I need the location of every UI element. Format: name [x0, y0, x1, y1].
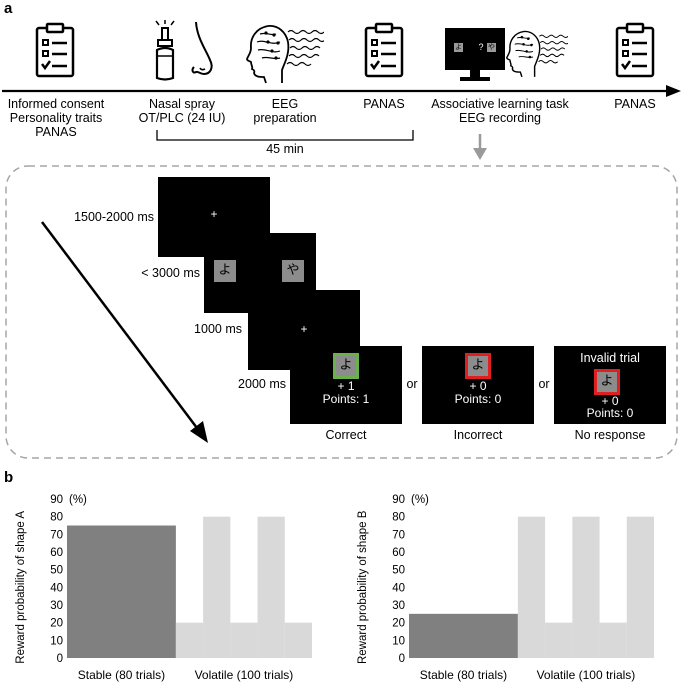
bar-segment-volatile-2	[203, 516, 231, 658]
panel-a-letter: a	[4, 0, 13, 17]
bar-segment-volatile-4	[599, 622, 627, 658]
chart-shape-b: 0 10 20 30 40 50 60 70 80 90 (%) Reward probability…	[357, 494, 654, 682]
y-tick-label: 60	[392, 547, 405, 559]
y-tick-label: 50	[50, 565, 63, 577]
y-tick-label: 0	[57, 653, 63, 665]
shape-selected-correct: よ	[333, 353, 359, 379]
bar-segment-volatile-5	[626, 516, 654, 658]
time-diagonal-arrow	[41, 221, 208, 443]
duration-label-2: < 3000 ms	[141, 266, 200, 280]
y-tick-label: 70	[392, 529, 405, 541]
y-tick-label: 10	[392, 635, 405, 647]
timeline-label-panas-2: PANAS	[363, 97, 405, 111]
bar-segment-stable-0	[67, 525, 176, 658]
outcome-caption-correct: Correct	[325, 428, 367, 442]
screen-outcome-no-response: Invalid trial よ + 0 Points: 0	[554, 346, 666, 424]
bar-segment-volatile-2	[545, 622, 573, 658]
y-tick-label: 60	[50, 547, 63, 559]
down-arrow-icon	[473, 134, 487, 160]
or-label: or	[406, 377, 418, 391]
monitor-question-mark: ?	[478, 42, 484, 52]
y-tick-label: 80	[392, 512, 405, 524]
timeline-label-consent: Informed consent Personality traits PANA…	[7, 97, 105, 139]
shape-right: や	[282, 260, 304, 282]
monitor-shape-right: や	[488, 43, 495, 51]
y-tick-label: 40	[392, 582, 405, 594]
bar-segment-volatile-3	[230, 622, 258, 658]
x-category-label-stable: Stable (80 trials)	[420, 668, 507, 682]
screen-outcome-incorrect: よ + 0 Points: 0	[422, 346, 534, 424]
fixation-cross: +	[210, 207, 218, 221]
clipboard-icon	[615, 22, 655, 78]
y-tick-label: 90	[392, 494, 405, 506]
duration-label-3: 1000 ms	[194, 322, 242, 336]
y-tick-label: 90	[50, 494, 63, 506]
task-dashed-frame	[5, 165, 678, 459]
y-tick-label: 70	[50, 529, 63, 541]
y-tick-label: 10	[50, 635, 63, 647]
eeg-head-icon	[246, 25, 324, 84]
screen-outcome-correct: よ + 1 Points: 1	[290, 346, 402, 424]
timeline-label-learning-task: Associative learning task EEG recording	[431, 97, 569, 125]
clipboard-icon	[364, 22, 404, 78]
bar-segment-volatile-5	[284, 622, 312, 658]
points-total: Points: 0	[586, 406, 634, 420]
shape-left: よ	[214, 260, 236, 282]
monitor-shape-left: よ	[455, 43, 462, 51]
timeline-label-panas-3: PANAS	[614, 97, 656, 111]
y-tick-label: 50	[392, 565, 405, 577]
y-unit-label: (%)	[411, 494, 429, 506]
bar-segment-volatile-1	[517, 516, 546, 658]
points-delta: + 1	[337, 379, 355, 393]
timeline-arrow	[2, 85, 681, 97]
y-tick-label: 30	[50, 600, 63, 612]
nose-icon	[191, 21, 213, 76]
panel-b-letter: b	[4, 469, 14, 486]
x-category-label-volatile: Volatile (100 trials)	[537, 668, 636, 682]
y-tick-label: 40	[50, 582, 63, 594]
points-delta: + 0	[601, 394, 619, 408]
monitor-icon	[445, 28, 505, 81]
points-total: Points: 1	[322, 392, 370, 406]
clipboard-icon	[35, 22, 75, 78]
bar-segment-volatile-3	[572, 516, 600, 658]
chart-shape-a: 0 10 20 30 40 50 60 70 80 90 (%) Reward probability…	[15, 494, 312, 682]
eeg-head-icon	[506, 30, 568, 78]
fixation-cross: +	[300, 322, 308, 336]
outcome-caption-incorrect: Incorrect	[453, 428, 503, 442]
shape-selected-incorrect: よ	[465, 353, 491, 379]
y-tick-label: 0	[399, 653, 405, 665]
x-category-label-volatile: Volatile (100 trials)	[195, 668, 294, 682]
or-label: or	[538, 377, 550, 391]
interval-label: 45 min	[266, 142, 304, 156]
duration-label-4: 2000 ms	[238, 377, 286, 391]
interval-bracket	[156, 130, 414, 141]
invalid-trial-header: Invalid trial	[580, 351, 640, 365]
points-delta: + 0	[469, 379, 487, 393]
bar-segment-volatile-1	[175, 622, 204, 658]
bar-segment-stable-0	[409, 613, 518, 658]
outcome-caption-no-response: No response	[574, 428, 646, 442]
nasal-spray-icon	[155, 20, 175, 81]
y-tick-label: 20	[50, 618, 63, 630]
x-category-label-stable: Stable (80 trials)	[78, 668, 165, 682]
y-tick-label: 30	[392, 600, 405, 612]
timeline-label-eeg-prep: EEG preparation	[253, 97, 317, 125]
y-axis-label: Reward probability of shape B	[357, 510, 369, 664]
timeline-label-nasal-spray: Nasal spray OT/PLC (24 IU)	[138, 97, 226, 125]
y-tick-label: 20	[392, 618, 405, 630]
bar-segment-volatile-4	[257, 516, 285, 658]
y-unit-label: (%)	[69, 494, 87, 506]
y-tick-label: 80	[50, 512, 63, 524]
y-axis-label: Reward probability of shape A	[15, 511, 27, 664]
shape-selected-invalid: よ	[594, 369, 620, 395]
duration-label-1: 1500-2000 ms	[74, 210, 154, 224]
points-total: Points: 0	[454, 392, 502, 406]
